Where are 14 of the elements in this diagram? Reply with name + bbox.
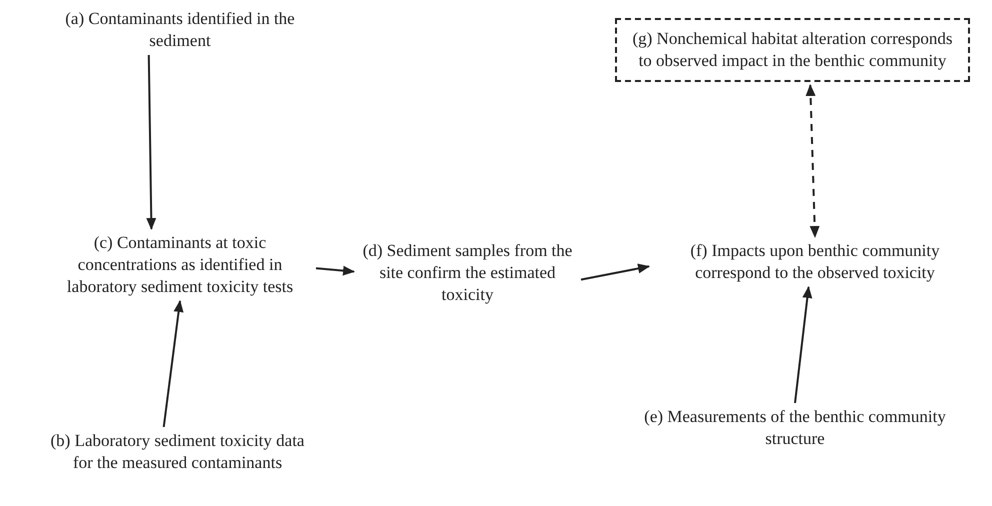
node-text: (b) Laboratory sediment toxicity data for the measured contaminants bbox=[50, 430, 306, 474]
arrow bbox=[806, 84, 820, 238]
arrow bbox=[794, 286, 812, 404]
arrow bbox=[162, 300, 184, 428]
node-text: (f) Impacts upon benthic community correspond to the observed toxicity bbox=[689, 240, 941, 284]
arrow bbox=[316, 266, 355, 276]
node-text: (c) Contaminants at toxic concentrations as identified in laboratory sediment toxicity tests bbox=[66, 232, 294, 298]
node-text: (e) Measurements of the benthic community structure bbox=[643, 406, 947, 450]
node-text: (a) Contaminants identified in the sediment bbox=[64, 8, 296, 52]
dashed-box bbox=[615, 18, 970, 82]
arrow bbox=[580, 264, 650, 281]
node-text: (g) Nonchemical habitat alteration corresponds to observed impact in the benthic community bbox=[631, 28, 954, 72]
arrow bbox=[146, 54, 156, 230]
node-text: (d) Sediment samples from the site confirm the estimated toxicity bbox=[362, 240, 574, 306]
